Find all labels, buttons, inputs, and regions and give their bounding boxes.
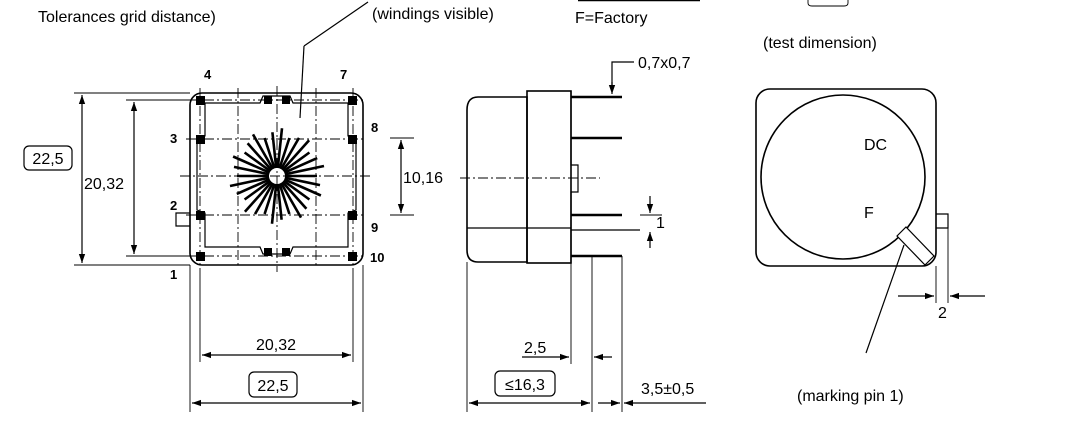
pin-label-10: 10 bbox=[370, 250, 384, 265]
dim-pin-length-value: 3,5±0,5 bbox=[641, 381, 694, 398]
winding-stroke bbox=[279, 182, 303, 219]
pin-pad-3 bbox=[196, 135, 205, 144]
test-dimension-note: (test dimension) bbox=[763, 35, 877, 52]
pin-1-tab bbox=[175, 212, 190, 227]
dim-body-length-box bbox=[494, 370, 556, 397]
factory-note: F=Factory bbox=[575, 10, 647, 27]
pin-label-7: 7 bbox=[340, 67, 347, 82]
bottom-view-outline bbox=[189, 92, 364, 266]
winding-stroke bbox=[263, 183, 276, 215]
winding-stroke bbox=[263, 137, 276, 169]
winding-stroke bbox=[243, 151, 272, 173]
windings-leader bbox=[303, 1, 369, 47]
dim-pin-step-value: 1 bbox=[656, 215, 665, 232]
dim-pin-pitch-value: 10,16 bbox=[403, 170, 443, 187]
winding-stroke bbox=[284, 176, 321, 187]
pin-pad-2 bbox=[196, 211, 205, 220]
marking-dc: DC bbox=[864, 137, 887, 154]
top-view-circle bbox=[760, 94, 926, 260]
winding-stroke bbox=[270, 183, 278, 224]
side-body-case bbox=[466, 96, 528, 263]
winding-stroke bbox=[284, 164, 325, 176]
pin1-marking-notch bbox=[896, 226, 935, 266]
windings-leader-vertical bbox=[299, 45, 305, 119]
winding-stroke bbox=[251, 133, 275, 170]
winding-stroke bbox=[233, 165, 270, 176]
winding-stroke bbox=[243, 181, 273, 213]
top-view-outline bbox=[755, 88, 937, 267]
top-view-tab bbox=[936, 213, 949, 229]
dim-width-box bbox=[248, 371, 298, 398]
pin-pad-9 bbox=[348, 211, 357, 220]
pin-pad-7 bbox=[348, 96, 357, 105]
marking-pin1-note: (marking pin 1) bbox=[797, 388, 904, 405]
cropped-box-fragment bbox=[807, 0, 849, 7]
pin-pad-4 bbox=[196, 96, 205, 105]
pin-pad-1 bbox=[196, 252, 205, 261]
pin-label-9: 9 bbox=[371, 220, 378, 235]
winding-stroke bbox=[276, 183, 283, 220]
winding-stroke bbox=[278, 183, 291, 215]
winding-stroke bbox=[243, 179, 272, 201]
pin-pad-8 bbox=[348, 135, 357, 144]
dim-body-length-value: ≤16,3 bbox=[505, 377, 545, 394]
pin-label-8: 8 bbox=[371, 120, 378, 135]
winding-stroke bbox=[236, 178, 271, 196]
dim-tab-value: 2 bbox=[938, 305, 947, 322]
windings-note: (windings visible) bbox=[372, 6, 494, 23]
side-view: 0,7x0,7 10,16 1 2,5 ≤16,3 3,5±0,5 bbox=[390, 55, 706, 412]
winding-stroke bbox=[282, 151, 311, 173]
winding-stroke bbox=[278, 137, 291, 169]
dim-pin-span-horizontal-value: 20,32 bbox=[256, 337, 296, 354]
pin-label-4: 4 bbox=[204, 67, 212, 82]
bottom-view: 4 7 3 8 2 9 1 10 22,5 20,32 20,32 22,5 bbox=[23, 67, 384, 412]
dim-width-box-value: 22,5 bbox=[257, 378, 288, 395]
side-bobbin-step bbox=[570, 91, 579, 263]
winding-stroke bbox=[229, 176, 270, 188]
winding-stroke bbox=[253, 182, 275, 215]
pin-label-3: 3 bbox=[170, 131, 177, 146]
dim-height-box bbox=[23, 145, 73, 171]
marking-f: F bbox=[864, 205, 874, 222]
winding-stroke bbox=[281, 181, 308, 210]
dim-height-box-value: 22,5 bbox=[32, 151, 63, 168]
winding-stroke bbox=[282, 179, 311, 201]
winding-stroke bbox=[246, 142, 273, 171]
winding-stroke bbox=[271, 132, 278, 169]
pin-pad-10 bbox=[348, 252, 357, 261]
bobbin-outline bbox=[196, 95, 357, 255]
winding-stroke bbox=[232, 155, 271, 174]
windings-starburst bbox=[229, 128, 325, 224]
winding-stroke bbox=[276, 128, 284, 169]
top-view: DC F 2 (marking pin 1) bbox=[755, 88, 985, 405]
side-bobbin-flange bbox=[526, 90, 572, 264]
bottom-notch-right bbox=[282, 248, 290, 256]
winding-stroke bbox=[281, 139, 311, 171]
dim-pin-offset-value: 2,5 bbox=[524, 340, 546, 357]
winding-stroke bbox=[283, 156, 318, 174]
pin-label-1: 1 bbox=[170, 267, 177, 282]
pin-label-2: 2 bbox=[170, 198, 177, 213]
tolerances-note: Tolerances grid distance) bbox=[38, 9, 216, 26]
bottom-notch-left bbox=[264, 248, 272, 256]
dim-pin-section-value: 0,7x0,7 bbox=[638, 55, 691, 72]
dim-pin-span-vertical-value: 20,32 bbox=[84, 176, 124, 193]
pin-section-leader bbox=[611, 61, 634, 86]
marking-pin1-leader bbox=[865, 244, 905, 354]
winding-stroke bbox=[279, 137, 301, 170]
winding-stroke bbox=[283, 178, 322, 197]
